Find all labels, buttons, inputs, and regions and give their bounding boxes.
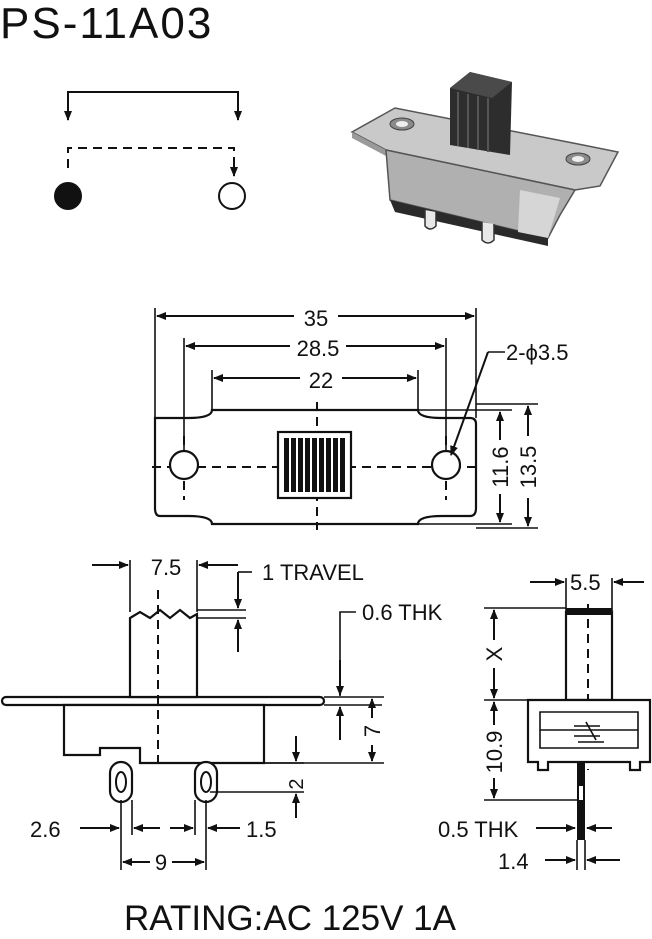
mount-hole-right xyxy=(430,449,462,481)
dim-pin-length: 2 xyxy=(286,778,308,789)
actuator-knob xyxy=(128,608,199,699)
dim-outer-height: 13.5 xyxy=(516,446,541,489)
open-contact-dot xyxy=(218,182,246,210)
rating-label: RATING:AC 125V 1A xyxy=(124,899,457,938)
mount-plate xyxy=(0,695,326,707)
dim-hole-pitch: 28.5 xyxy=(297,336,340,361)
dim-pin-offset: 2.6 xyxy=(30,817,61,842)
dim-travel: 1 TRAVEL xyxy=(262,560,364,585)
product-photo xyxy=(350,72,620,246)
dim-side-knob-height: X xyxy=(482,646,507,661)
top-view: 35 28.5 22 2-ϕ3.5 11.6 13.5 xyxy=(152,306,568,530)
dim-inner-height: 11.6 xyxy=(488,446,513,487)
dim-pin-spacing: 1.5 xyxy=(246,817,277,842)
dim-hole-diameter: 2-ϕ3.5 xyxy=(506,340,568,365)
mount-hole-left xyxy=(168,449,200,481)
front-view: 7.5 1 TRAVEL 0.6 THK 7 2 2.6 xyxy=(0,555,443,875)
switch-schematic xyxy=(54,91,246,210)
dim-pin-thickness: 0.5 THK xyxy=(438,817,519,842)
dim-body-height: 7 xyxy=(360,725,385,737)
part-number-title: PS-11A03 xyxy=(0,0,213,48)
closed-contact-dot xyxy=(54,182,82,210)
dim-side-body-height: 10.9 xyxy=(482,731,507,774)
dim-side-knob-width: 5.5 xyxy=(570,570,601,595)
dim-inner-length: 22 xyxy=(309,368,333,393)
dim-overall-length: 35 xyxy=(304,306,328,331)
dim-plate-thickness: 0.6 THK xyxy=(362,600,443,625)
dim-knob-width: 7.5 xyxy=(151,555,182,580)
dim-pin-pitch: 9 xyxy=(155,850,167,875)
side-view: 5.5 X 10.9 0.5 THK 1.4 xyxy=(438,570,652,874)
dim-pin-width: 1.4 xyxy=(498,849,529,874)
